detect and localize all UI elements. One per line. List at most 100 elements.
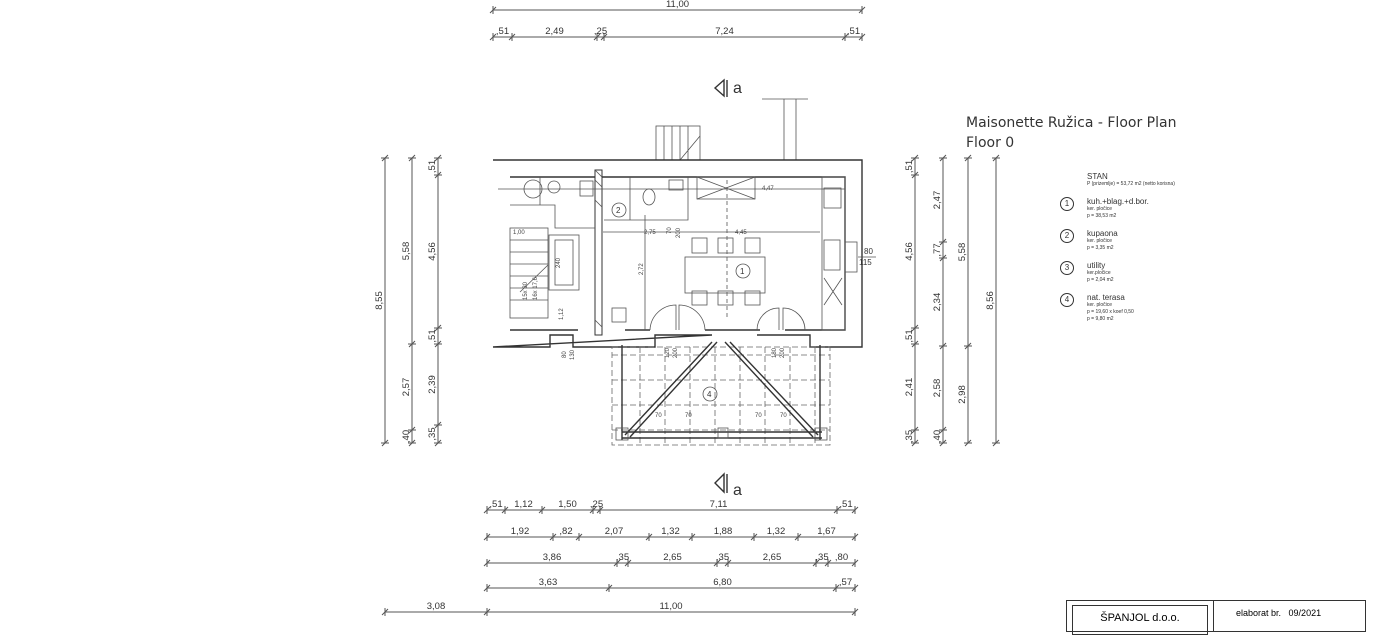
toilet-icon	[642, 188, 656, 206]
dimension-label: 70	[780, 413, 787, 419]
dimension-label: 1,67	[817, 526, 836, 537]
terrace: 4 70 70 70 70	[611, 341, 831, 446]
dimension-label: 2,57	[401, 378, 412, 397]
dimension-label: 3,86	[543, 552, 562, 563]
dimension-tick	[939, 238, 947, 246]
dimension-label: ,77	[932, 243, 943, 256]
section-label: a	[733, 80, 742, 97]
dimension-tick	[851, 584, 859, 592]
dimension-label: ,51	[427, 160, 438, 173]
dimension-label: 1,50	[558, 499, 577, 510]
dimension-label: 4,45	[735, 230, 747, 236]
room-area: p = 19,60 x koef 0,50	[1087, 309, 1134, 315]
dimension-tick	[489, 33, 497, 41]
dimension-label: 4,56	[904, 242, 915, 261]
dimension-tick	[911, 154, 919, 162]
dimension-tick	[832, 584, 840, 592]
dimension-label: 7,11	[710, 499, 728, 510]
dimension-tick	[824, 559, 832, 567]
room-number-icon: 3	[1060, 261, 1074, 275]
dimension-label: 11,00	[659, 601, 682, 612]
room-number-icon: 1	[1060, 197, 1074, 211]
room-number: 4	[707, 390, 712, 399]
dimension-tick	[589, 506, 597, 514]
dimension-label: ,25	[594, 26, 607, 37]
terrace-door	[649, 304, 706, 331]
dimension-tick	[483, 506, 491, 514]
door-height: 130	[570, 349, 576, 360]
dimension-tick	[841, 33, 849, 41]
elaborat-number: 09/2021	[1288, 608, 1322, 618]
dimension-label: 5,58	[401, 242, 412, 261]
dimension-label: 70	[685, 413, 692, 419]
dimension-tick	[645, 533, 653, 541]
dimension-label: 4,56	[427, 242, 438, 261]
section-arrow-icon	[713, 78, 728, 98]
door-width: 80	[562, 351, 568, 358]
room-name: kuh.+blag.+d.bor.	[1087, 197, 1149, 206]
room-floor: ker.pločice	[1087, 270, 1111, 276]
dimension-tick	[939, 439, 947, 447]
dimension-tick	[713, 559, 721, 567]
section-arrow-icon	[714, 472, 728, 494]
room-number: 1	[740, 267, 745, 276]
dimension-label: ,51	[427, 329, 438, 342]
legend-room: 4 nat. terasa ker. pločice p = 19,60 x k…	[1060, 293, 1175, 323]
dimension-label: 8,55	[374, 291, 385, 310]
elaborat-info: elaborat br. 09/2021	[1214, 601, 1321, 631]
company-name: ŠPANJOL d.o.o.	[1072, 605, 1208, 635]
dimension-label: 240	[556, 257, 562, 268]
dimension-tick	[483, 608, 491, 616]
dimension-tick	[911, 426, 919, 434]
title-block: ŠPANJOL d.o.o. elaborat br. 09/2021	[1066, 600, 1366, 635]
dimension-tick	[858, 6, 866, 14]
dimension-label: 2,41	[904, 378, 915, 397]
dimension-label: 3,08	[427, 601, 446, 612]
legend-header: STAN	[1087, 172, 1108, 181]
section-label: a	[733, 482, 742, 499]
dimension-label: 1,32	[661, 526, 680, 537]
dimension-label: 4,47	[762, 186, 774, 192]
dimension-label: ,35	[716, 552, 729, 563]
dimension-tick	[939, 154, 947, 162]
sofa	[548, 234, 580, 291]
utility-room	[510, 177, 595, 229]
dimension-label: 2,34	[932, 293, 943, 312]
exterior-stairs	[655, 125, 701, 161]
section-marker-bottom: a	[714, 472, 742, 499]
room-area: p = 38,53 m2	[1087, 213, 1117, 219]
dimension-tick	[851, 559, 859, 567]
dimension-label: ,51	[904, 329, 915, 342]
room-area: p = 9,80 m2	[1087, 316, 1114, 322]
dimension-tick	[408, 154, 416, 162]
dimension-tick	[911, 340, 919, 348]
dimension-tick	[624, 559, 632, 567]
dimension-label: ,80	[835, 552, 848, 563]
dimension-tick	[851, 533, 859, 541]
kitchen	[696, 176, 858, 331]
partition-column	[594, 169, 603, 336]
room-legend: STAN P (prizemlje) = 53,72 m2 (netto kor…	[1060, 172, 1175, 332]
dimension-label: 5,58	[957, 243, 968, 262]
terrace-door	[756, 307, 806, 331]
room-floor: ker. pločice	[1087, 206, 1113, 212]
dimension-tick	[833, 506, 841, 514]
dimension-tick	[688, 533, 696, 541]
dimension-tick	[939, 342, 947, 350]
dimension-tick	[593, 33, 601, 41]
dimension-tick	[911, 439, 919, 447]
dimension-label: 70	[667, 227, 673, 234]
dimension-tick	[434, 340, 442, 348]
dimension-label: 2,49	[545, 26, 564, 37]
room-name: kupaona	[1087, 229, 1118, 238]
dimension-label: 1,12	[559, 308, 565, 320]
dimension-label: ,51	[847, 26, 860, 37]
dimension-label: 70	[655, 413, 662, 419]
dimension-tick	[750, 533, 758, 541]
stairs-dimension: 16x 17,6	[533, 276, 539, 300]
dimension-tick	[605, 584, 613, 592]
dimension-tick	[434, 171, 442, 179]
dimension-label: ,51	[904, 160, 915, 173]
